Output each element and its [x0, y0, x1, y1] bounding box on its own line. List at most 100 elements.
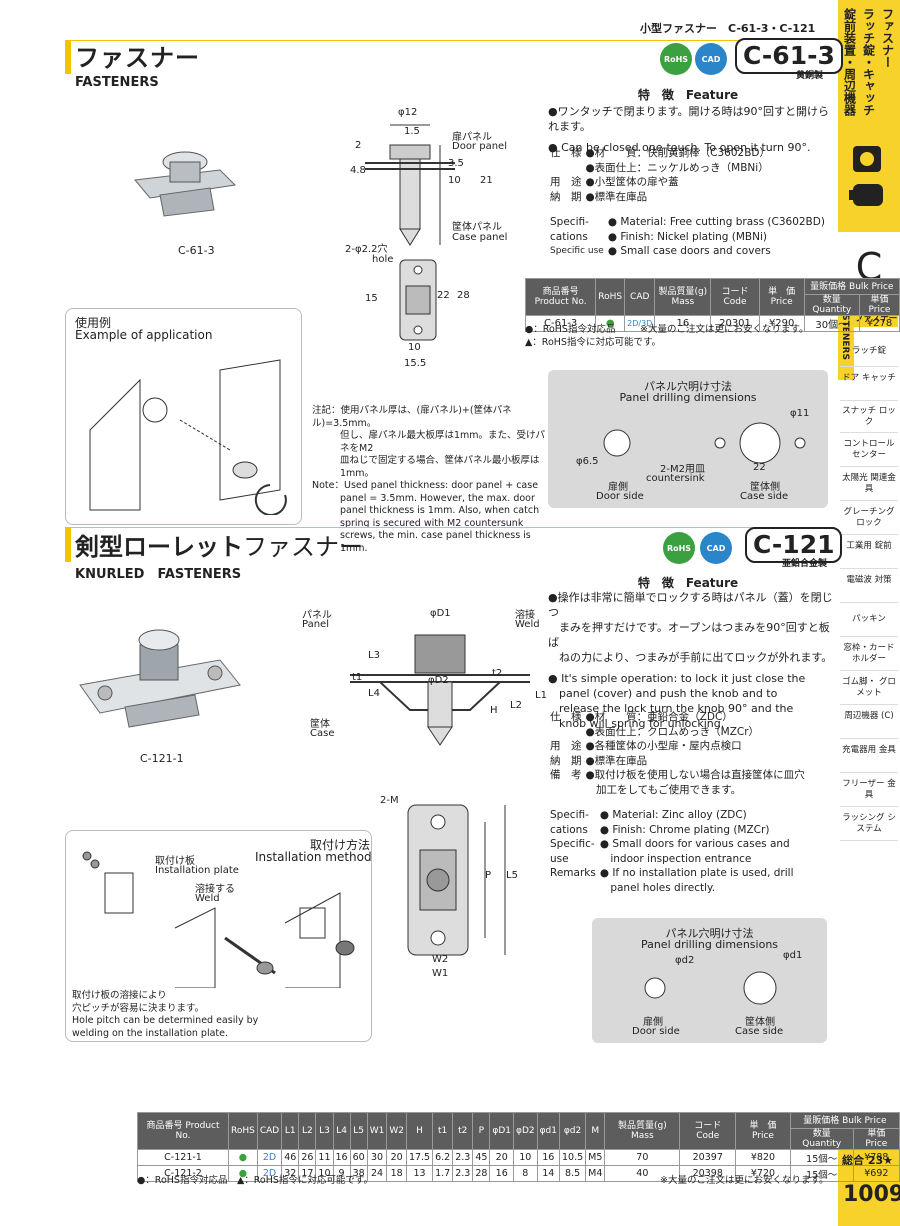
dim-28: 28 [457, 290, 470, 301]
install-weld-en: Weld [195, 893, 220, 904]
install-title-jp: 取付け方法 [310, 838, 371, 852]
dim-15-5: 15.5 [404, 358, 427, 369]
drill1-diagram [560, 405, 820, 479]
section1-bulk-note: ※大量のご注文は更にお安くなります。 [640, 324, 809, 335]
product-photo-c121 [75, 615, 245, 739]
sidebar-item-rubber-feet[interactable]: ゴム脚・ グロメット [842, 677, 896, 698]
dim-4-8: 4.8 [350, 165, 366, 176]
drill1-case-en: Case side [740, 491, 789, 502]
drawing-c61-top [370, 252, 480, 376]
section1-code: C-61-3 [735, 38, 843, 74]
drill1-m2: 2-M2用皿 [660, 464, 705, 475]
sidebar-cat-3: 錠前装置・周辺機器 [842, 8, 857, 116]
sidebar-cat-2: ラッチ錠・キャッチ [861, 8, 876, 116]
section1-notes: 注記：使用パネル厚は、(扉パネル)+(筐体パネル)=3.5mm。 但し、扉パネル… [312, 405, 546, 554]
section1-spec-en: Specifi-● Material: Free cutting brass (… [550, 216, 825, 257]
dim-1-5: 1.5 [404, 126, 420, 137]
dim-hole-jp: 2-φ2.2穴 [345, 244, 388, 255]
label-panel-en: Panel [302, 619, 329, 630]
install-note: 取付け板の溶接により 穴ピッチが容易に決まります。 Hole pitch can… [72, 990, 259, 1039]
section2-bulk-note: ※大量のご注文は更にお安くなります。 [660, 1175, 829, 1186]
drill2-door-en: Door side [632, 1026, 680, 1037]
sidebar-item-packing[interactable]: パッキン [852, 614, 886, 624]
latch-icon [845, 140, 893, 224]
section1-drilling-box [548, 370, 828, 508]
dim-L2: L2 [510, 700, 522, 711]
section2-legend: ●：RoHS指令対応品 ▲：RoHS指令に対応可能です。 [137, 1175, 373, 1186]
drill2-diagram [610, 960, 810, 1019]
dim-d12: φ12 [398, 107, 418, 118]
product-photo-c61 [130, 140, 240, 224]
drill1-title-en: Panel drilling dimensions [619, 391, 757, 404]
section1-title: ファスナー [75, 44, 200, 72]
sidebar-item-lashing[interactable]: ラッシング システム [842, 813, 896, 834]
sidebar-category-vertical: ファスナー ラッチ錠・キャッチ 錠前装置・周辺機器 [840, 8, 898, 228]
drill1-door-jp: 扉側 [608, 482, 628, 493]
page-number: 1009 [843, 1182, 900, 1207]
sidebar-item-latch[interactable]: ラッチ錠 [851, 346, 886, 356]
drill1-countersink: countersink [646, 473, 705, 484]
label-door-panel-en: Door panel [452, 141, 507, 152]
install-plate-jp: 取付け板 [155, 856, 195, 867]
section1-legend-1: ●：RoHS指令対応品 [525, 324, 616, 335]
sidebar-item-door-catch[interactable]: ドア キャッチ [842, 373, 896, 383]
drill2-title-en: Panel drilling dimensions [640, 938, 779, 951]
section1-subtitle: FASTENERS [75, 75, 159, 90]
drill1-d65: φ6.5 [576, 456, 599, 467]
dim-22: 22 [437, 290, 450, 301]
dim-D1: φD1 [430, 608, 451, 619]
section1-feature-header: 特 徴 Feature [637, 88, 739, 102]
dim-10-bottom: 10 [408, 342, 421, 353]
drill1-title-jp: パネル穴明け寸法 [644, 380, 732, 393]
sidebar-item-solar[interactable]: 太陽光 関連金具 [842, 473, 896, 494]
dim-W2: W2 [432, 954, 449, 965]
drill1-door-en: Door side [596, 491, 644, 502]
feature-item: ●ワンタッチで閉まります。開ける時は90°回すと開けられます。 [548, 105, 829, 133]
dim-hole-en: hole [372, 254, 394, 265]
app-label-en: Example of application [75, 328, 213, 342]
feature-item: ● Can be closed one-touch. To open it tu… [548, 141, 811, 154]
sidebar-item-peripherals[interactable]: 周辺機器 (C) [844, 711, 894, 721]
drawing-c61-side [345, 105, 525, 284]
section1-product-table: 商品番号 Product No. RoHS CAD 製品質量(g) Mass コ… [524, 278, 900, 332]
app-label-jp: 使用例 [75, 316, 112, 330]
label-door-panel-jp: 扉パネル [452, 132, 492, 143]
dim-2-M: 2-M [380, 795, 399, 806]
application-illustration [80, 350, 290, 519]
installation-illustration [75, 848, 365, 992]
install-plate-en: Installation plate [155, 865, 239, 876]
sidebar-item-emi[interactable]: 電磁波 対策 [846, 575, 892, 585]
drill2-d1: φd1 [783, 950, 803, 961]
label-weld-jp: 溶接 [515, 610, 535, 621]
section2-spec-en: Specifi-● Material: Zinc alloy (ZDC) cat… [550, 809, 794, 894]
table-row: C-61-3 ● 2D/3D 16 20301 ¥290 30個～ ¥278 [524, 315, 900, 332]
sidebar-item-industrial-lock[interactable]: 工業用 錠前 [846, 541, 892, 551]
section2-features: ●操作は非常に簡単でロックする時はパネル（蓋）を閉じつ まみを押すだけです。オー… [548, 591, 833, 730]
cad-badge: CAD [695, 43, 727, 75]
breadcrumb: 小型ファスナー C-61-3・C-121 [640, 22, 816, 35]
dim-L1: L1 [535, 690, 547, 701]
sidebar-item-grating-lock[interactable]: グレーチング ロック [843, 507, 895, 528]
drawing-c121-side [340, 615, 540, 769]
sidebar-item-window-card[interactable]: 窓枠・カード ホルダー [843, 643, 895, 664]
section2-title: 剣型ローレットファスナー [75, 533, 363, 561]
drill2-case-en: Case side [735, 1026, 784, 1037]
dim-t2: t2 [492, 668, 503, 679]
dim-W1: W1 [432, 968, 449, 979]
sidebar-item-control-center[interactable]: コントロール センター [843, 439, 895, 460]
drill2-d2: φd2 [675, 955, 695, 966]
sidebar-item-snatch-lock[interactable]: スナッチ ロック [842, 406, 896, 427]
rohs-badge: RoHS [663, 532, 695, 564]
label-case-panel-en: Case panel [452, 232, 508, 243]
section2-subtitle: KNURLED FASTENERS [75, 567, 242, 582]
rohs-badge: RoHS [660, 43, 692, 75]
drill2-title-jp: パネル穴明け寸法 [665, 927, 754, 940]
application-example-box [65, 308, 302, 525]
drill1-d22: 22 [753, 462, 766, 473]
drill1-case-jp: 筐体側 [750, 482, 780, 493]
label-panel-jp: パネル [302, 610, 332, 621]
sidebar-item-freezer[interactable]: フリーザー 金具 [842, 779, 896, 800]
section2-spec-jp: 仕 様●材 質：亜鉛合金（ZDC） ●表面仕上：クロムめっき（MZCr） 用 途… [550, 711, 805, 796]
sidebar-item-charger[interactable]: 充電器用 金具 [842, 745, 896, 755]
